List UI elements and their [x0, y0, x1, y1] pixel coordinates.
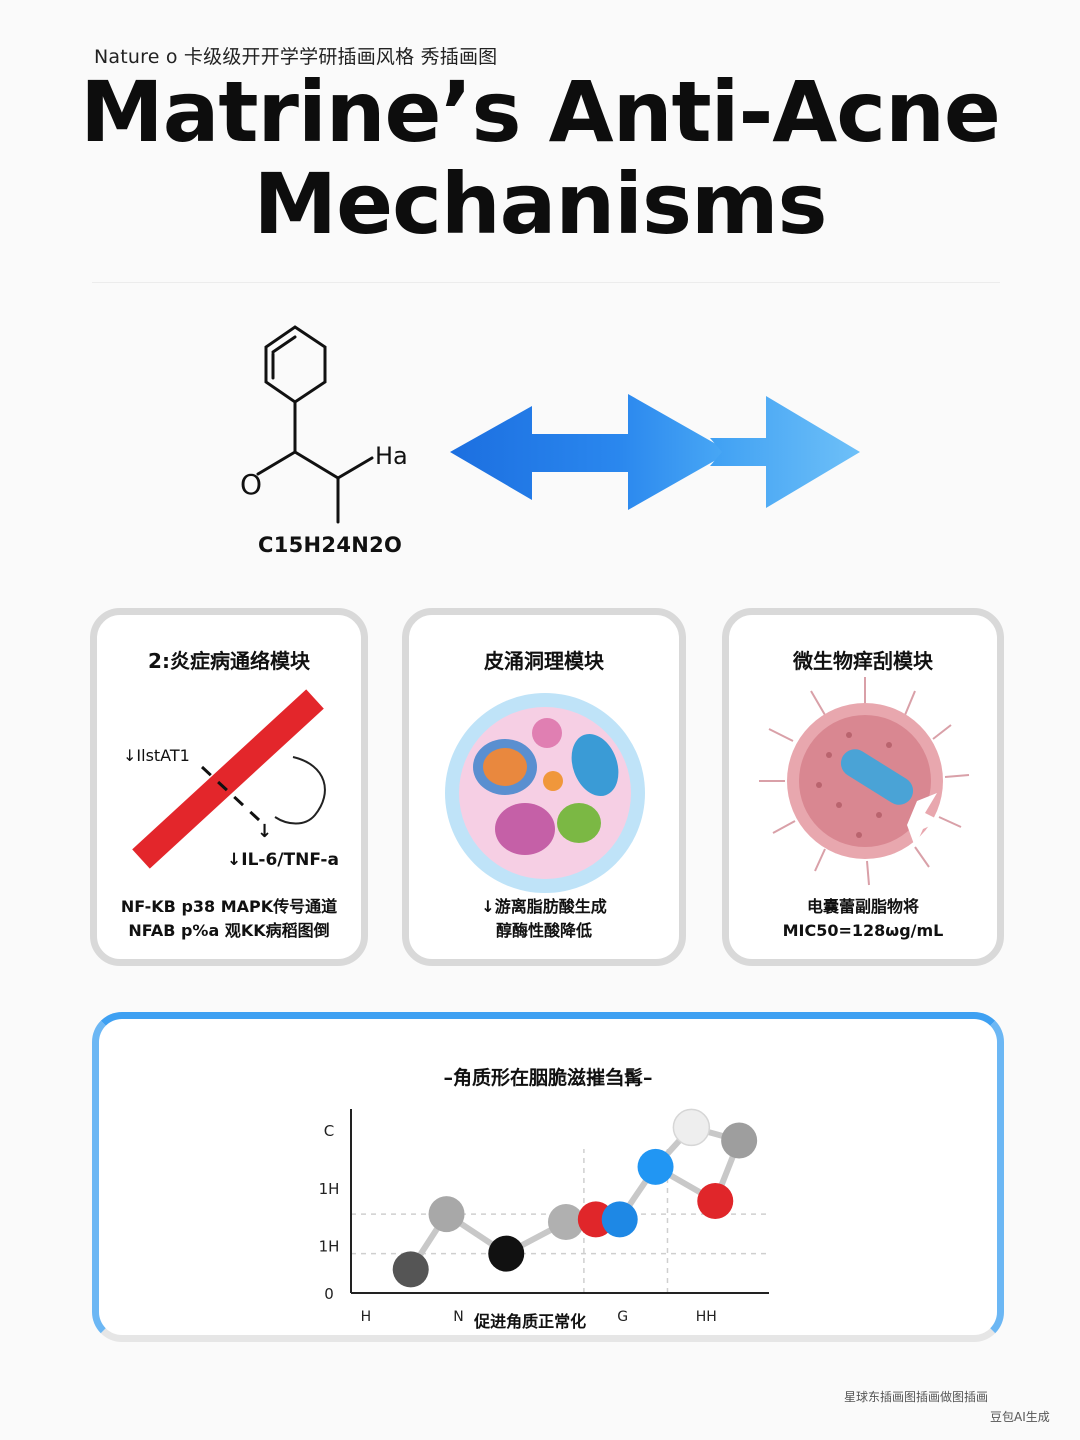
card-footer: NF-KB p38 MAPK传号通道 NFAB p%a 观KK病稻图倒	[97, 895, 361, 943]
cilia	[759, 677, 970, 886]
bond-o	[256, 450, 297, 476]
red-bar	[132, 689, 324, 869]
card-title: 2:炎症病通络模块	[148, 649, 310, 673]
atom-h: Ha	[375, 442, 408, 470]
chart-title: –角质形在胭脆滋摧刍髯–	[443, 1067, 653, 1089]
double-arrow-icon	[450, 394, 730, 510]
arrows-graphic	[450, 394, 860, 510]
inflammation-diagram: ↓ ↓IlstAT1 ↓IL-6/TNF-a	[123, 689, 339, 870]
x-tick-label: G	[617, 1309, 628, 1325]
organelle-magenta	[495, 803, 555, 855]
card-microbe: 微生物痒刮模块 电囊蕾副脂物将 MIC50=128ωg/mL	[722, 608, 1004, 966]
data-point	[547, 1204, 584, 1241]
matrine-structure: O Ha	[240, 325, 408, 524]
footer-note: 星球东插画图插画做图插画	[844, 1390, 989, 1404]
card-foot-line2: 醇酶性酸降低	[495, 921, 592, 940]
data-point	[488, 1235, 525, 1272]
organelle-green	[557, 803, 601, 843]
atom-o: O	[240, 468, 262, 501]
x-axis-caption: 促进角质正常化	[473, 1312, 586, 1331]
card-footer: ↓游离脂肪酸生成 醇酶性酸降低	[409, 895, 679, 943]
cell-diagram	[445, 693, 645, 893]
x-tick-label: H	[361, 1309, 372, 1325]
card-inflammation: 2:炎症病通络模块 ↓ ↓IlstAT1 ↓IL-6/TNF-a NF-KB p…	[90, 608, 368, 966]
card-footer: 电囊蕾副脂物将 MIC50=128ωg/mL	[729, 895, 997, 943]
card-foot-line2: MIC50=128ωg/mL	[782, 921, 944, 940]
bond-2	[293, 450, 340, 480]
data-point	[721, 1122, 758, 1159]
rod-bacterium	[840, 749, 914, 805]
card-title: 皮涌洞理模块	[484, 649, 604, 673]
bond-h	[336, 456, 374, 480]
data-point	[697, 1183, 734, 1219]
crack-icon	[907, 793, 941, 847]
footer-brand: 豆包AI生成	[990, 1410, 1050, 1424]
data-point	[601, 1201, 638, 1238]
bacteria-diagram	[759, 677, 970, 886]
card-foot-line1: ↓游离脂肪酸生成	[481, 897, 607, 916]
x-tick-label: HH	[696, 1309, 717, 1325]
chart-svg: 0 1H 1H C H N G HH 促进角质正常化	[319, 1108, 769, 1331]
organelle-pink-small	[532, 718, 562, 748]
right-arrow-icon	[710, 396, 860, 508]
subtitle: Nature o 卡级级开开学学研插画风格 秀插画图	[94, 46, 498, 68]
data-point	[637, 1148, 674, 1185]
data-point	[392, 1251, 429, 1288]
double-bond-1	[271, 335, 297, 354]
y-tick-label: 0	[324, 1285, 334, 1303]
x-tick-label: N	[453, 1309, 463, 1325]
down-arrow-icon: ↓	[257, 821, 272, 842]
curve-arrow	[274, 756, 326, 825]
label-stat: ↓IlstAT1	[123, 746, 190, 765]
card-foot-line1: 电囊蕾副脂物将	[806, 897, 919, 916]
y-tick-label: C	[324, 1122, 334, 1140]
label-il6: ↓IL-6/TNF-a	[227, 850, 339, 870]
card-sebum: 皮涌洞理模块 ↓游离脂肪酸生成 醇酶性酸降低	[402, 608, 686, 966]
organelle-dot	[543, 771, 563, 791]
page-title: Matrine’s Anti-Acne Mechanisms	[0, 66, 1080, 250]
title-line-2: Mechanisms	[253, 155, 828, 253]
organelle-cyan	[571, 734, 619, 796]
data-point	[672, 1108, 711, 1147]
y-tick-label: 1H	[319, 1238, 340, 1256]
molecular-formula: C15H24N2O	[258, 533, 403, 557]
card-foot-line1: NF-KB p38 MAPK传号通道	[120, 897, 338, 916]
data-point	[428, 1196, 465, 1233]
card-title: 微生物痒刮模块	[793, 649, 933, 673]
divider	[92, 282, 1000, 283]
y-tick-label: 1H	[319, 1180, 340, 1198]
keratin-chart-panel: –角质形在胭脆滋摧刍髯– 0 1H 1H C H N G HH 促进角质正常化	[92, 1012, 1004, 1342]
title-line-1: Matrine’s Anti-Acne	[80, 63, 1001, 161]
card-foot-line2: NFAB p%a 观KK病稻图倒	[128, 921, 330, 940]
organelle-orange	[483, 748, 527, 786]
